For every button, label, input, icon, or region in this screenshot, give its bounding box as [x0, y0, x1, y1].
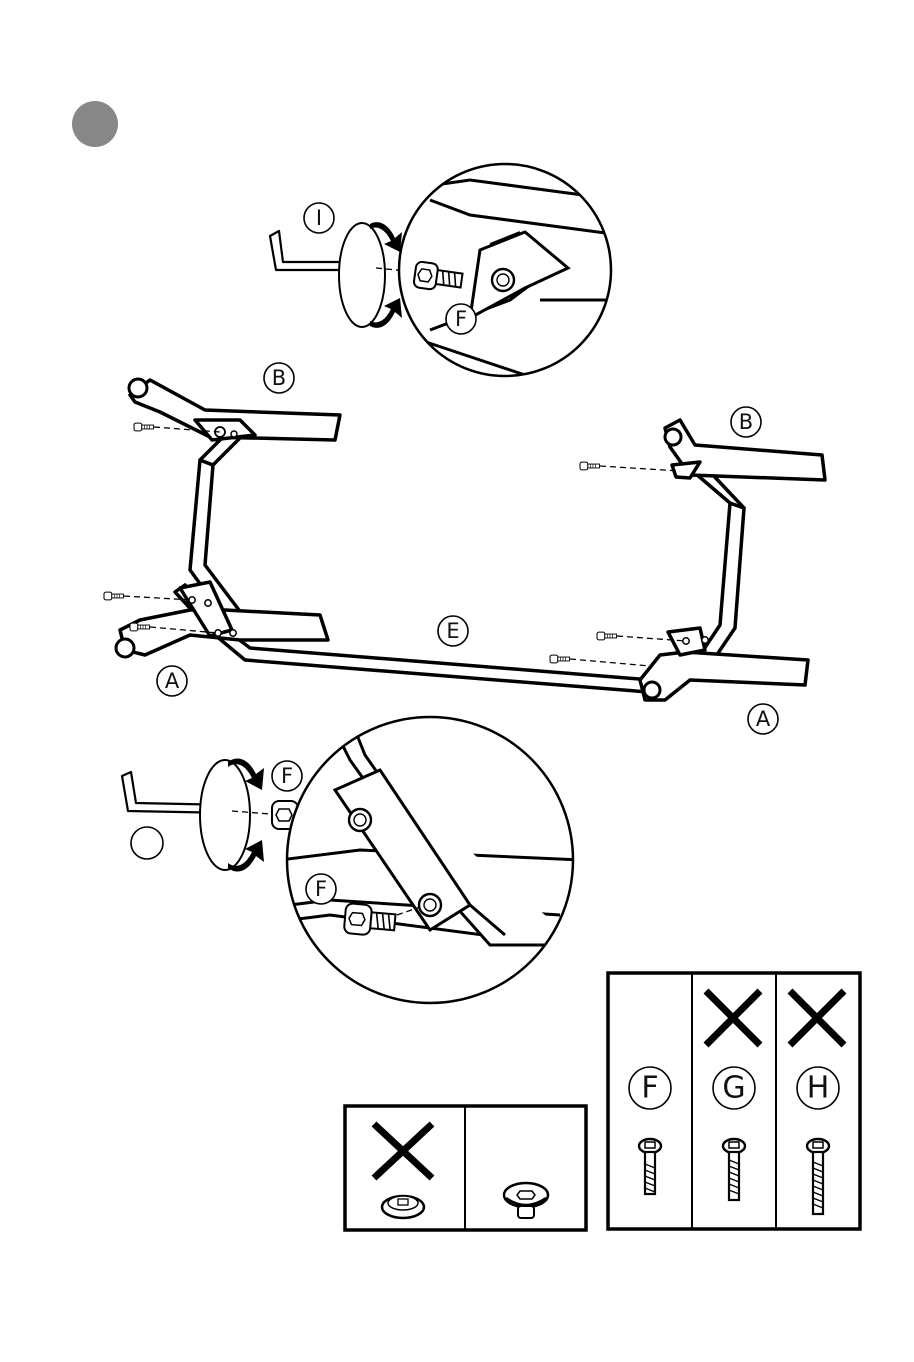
svg-text:F: F [455, 307, 467, 331]
empty-circle-icon [131, 827, 163, 859]
svg-text:E: E [446, 619, 459, 643]
svg-text:H: H [807, 1071, 830, 1106]
label-front-left: A [157, 666, 187, 696]
flat-washer-icon [382, 1196, 424, 1218]
svg-text:G: G [722, 1071, 745, 1106]
svg-text:F: F [641, 1071, 658, 1106]
label-screw-bottom-lower: F [306, 874, 336, 904]
hardware-label-g: G [713, 1067, 755, 1109]
label-screw-bottom-upper: F [272, 761, 302, 791]
label-crossbar: E [438, 616, 468, 646]
bench-frame [116, 379, 825, 700]
label-front-right: A [748, 704, 778, 734]
hardware-label-f: F [629, 1067, 671, 1109]
step-marker [72, 101, 118, 147]
detail-circle-bottom: F [280, 717, 580, 1003]
detail-circle-top: F [399, 164, 620, 380]
washer-table [345, 1106, 586, 1230]
label-wrench-top: I [304, 203, 334, 233]
rotation-arrow-icon-bottom [200, 758, 264, 871]
svg-text:A: A [756, 707, 771, 731]
svg-text:A: A [165, 669, 180, 693]
svg-text:I: I [316, 206, 322, 230]
label-back-right: B [731, 407, 761, 437]
svg-text:B: B [739, 410, 753, 434]
svg-text:F: F [281, 764, 293, 788]
rotation-arrow-icon [339, 222, 402, 328]
hardware-table: F G H [608, 973, 860, 1229]
label-screw-top-detail: F [446, 304, 476, 334]
svg-text:F: F [315, 877, 327, 901]
label-back-left: B [264, 363, 294, 393]
hardware-label-h: H [797, 1067, 839, 1109]
svg-text:B: B [272, 366, 286, 390]
